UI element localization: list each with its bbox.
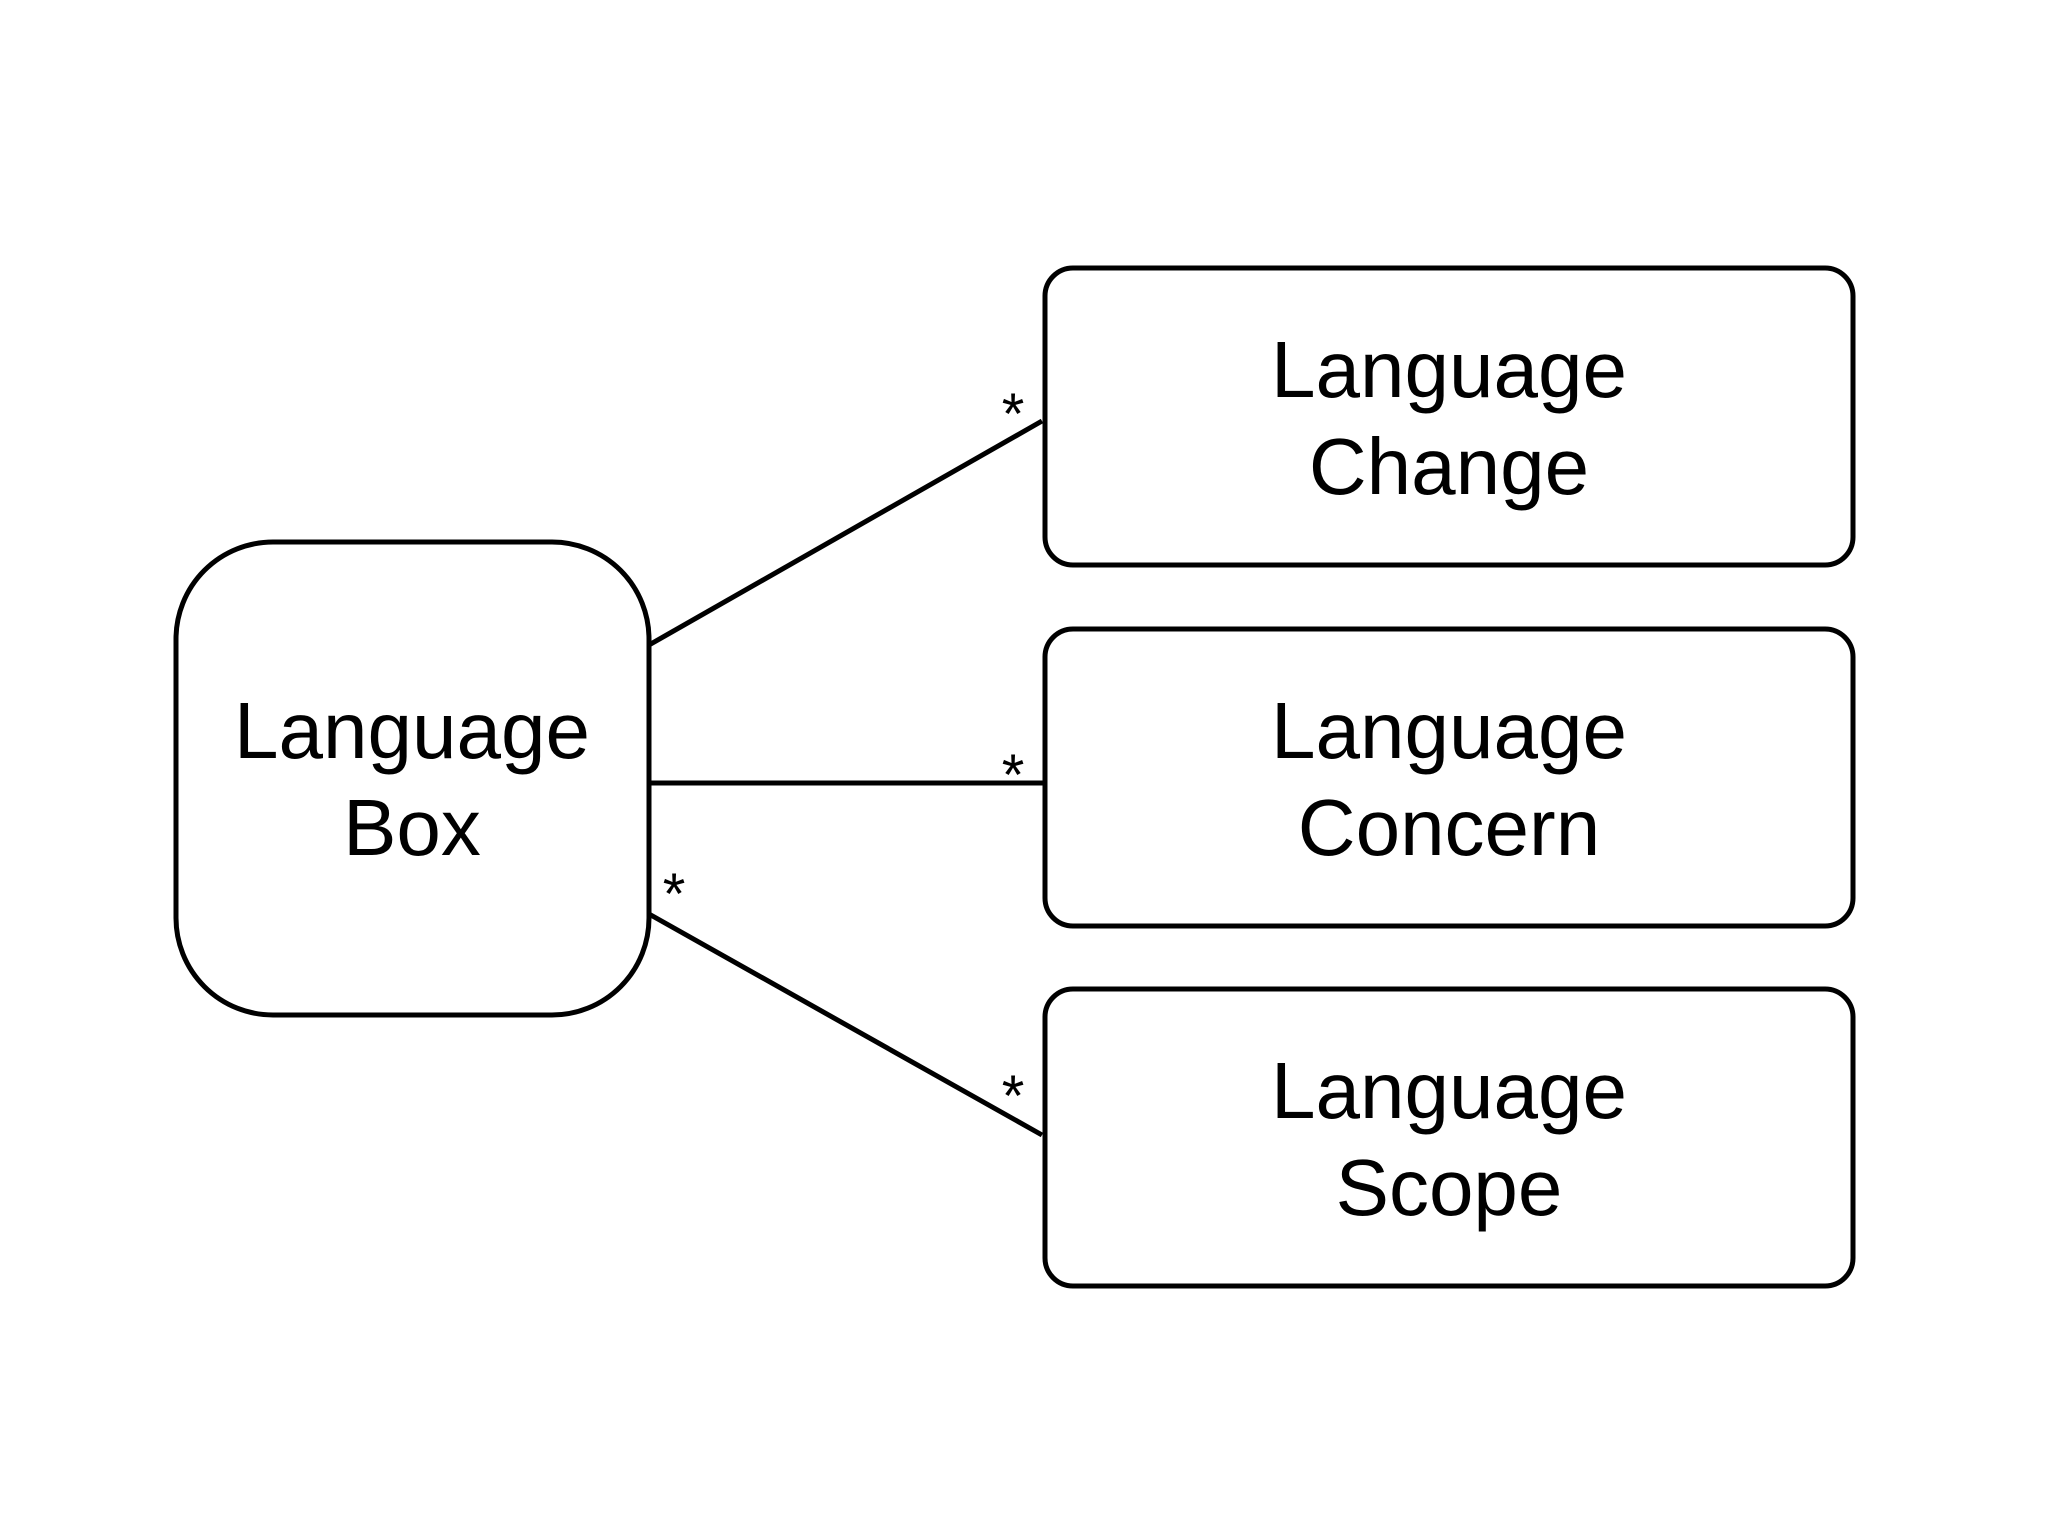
node-language-box-label-line1: Language [234, 686, 590, 775]
connector-box-to-scope [647, 911, 1044, 1138]
node-language-change[interactable]: Language Change [1042, 265, 1856, 568]
node-language-box-label-line2: Box [343, 783, 481, 872]
node-language-scope-label-line1: Language [1271, 1046, 1627, 1135]
node-language-box[interactable]: Language Box [173, 539, 652, 1018]
node-language-concern-shape [1042, 626, 1856, 929]
node-language-scope-shape [1042, 986, 1856, 1289]
node-language-change-label-line1: Language [1271, 325, 1627, 414]
node-language-change-label-line2: Change [1309, 422, 1589, 511]
connector-box-to-change [647, 418, 1044, 648]
node-language-concern-label-line1: Language [1271, 686, 1627, 775]
node-language-concern[interactable]: Language Concern [1042, 626, 1856, 929]
node-language-box-shape [173, 539, 652, 1018]
multiplicity-box: * [663, 862, 686, 927]
node-language-scope-label-line2: Scope [1336, 1143, 1563, 1232]
multiplicity-concern: * [1002, 743, 1025, 808]
node-language-scope[interactable]: Language Scope [1042, 986, 1856, 1289]
node-language-change-shape [1042, 265, 1856, 568]
node-language-concern-label-line2: Concern [1298, 783, 1600, 872]
multiplicity-scope: * [1002, 1064, 1025, 1129]
multiplicity-change: * [1002, 382, 1025, 447]
